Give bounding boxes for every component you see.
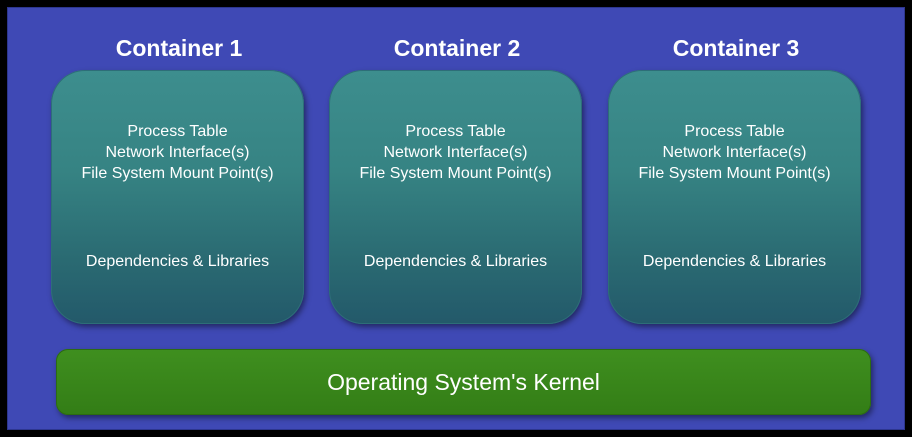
diagram-frame: Container 1 Process Table Network Interf… <box>7 7 905 430</box>
kernel-bar: Operating System's Kernel <box>56 349 871 415</box>
container-2-box: Process Table Network Interface(s) File … <box>329 70 582 324</box>
process-table-label: Process Table <box>127 123 228 140</box>
container-2-isolation-list: Process Table Network Interface(s) File … <box>329 121 582 184</box>
container-3-isolation-list: Process Table Network Interface(s) File … <box>608 121 861 184</box>
process-table-label: Process Table <box>684 123 785 140</box>
network-interface-label: Network Interface(s) <box>662 144 807 161</box>
container-1-title: Container 1 <box>115 35 243 61</box>
kernel-label: Operating System's Kernel <box>327 368 600 395</box>
dependencies-label: Dependencies & Libraries <box>85 253 270 270</box>
mount-point-label: File System Mount Point(s) <box>81 165 274 182</box>
container-1-isolation-list: Process Table Network Interface(s) File … <box>51 121 304 184</box>
container-3-title: Container 3 <box>672 35 800 61</box>
dependencies-label: Dependencies & Libraries <box>642 253 827 270</box>
network-interface-label: Network Interface(s) <box>105 144 250 161</box>
process-table-label: Process Table <box>405 123 506 140</box>
container-3-box: Process Table Network Interface(s) File … <box>608 70 861 324</box>
network-interface-label: Network Interface(s) <box>383 144 528 161</box>
dependencies-label: Dependencies & Libraries <box>363 253 548 270</box>
mount-point-label: File System Mount Point(s) <box>359 165 552 182</box>
mount-point-label: File System Mount Point(s) <box>638 165 831 182</box>
container-1-box: Process Table Network Interface(s) File … <box>51 70 304 324</box>
container-2-title: Container 2 <box>393 35 521 61</box>
